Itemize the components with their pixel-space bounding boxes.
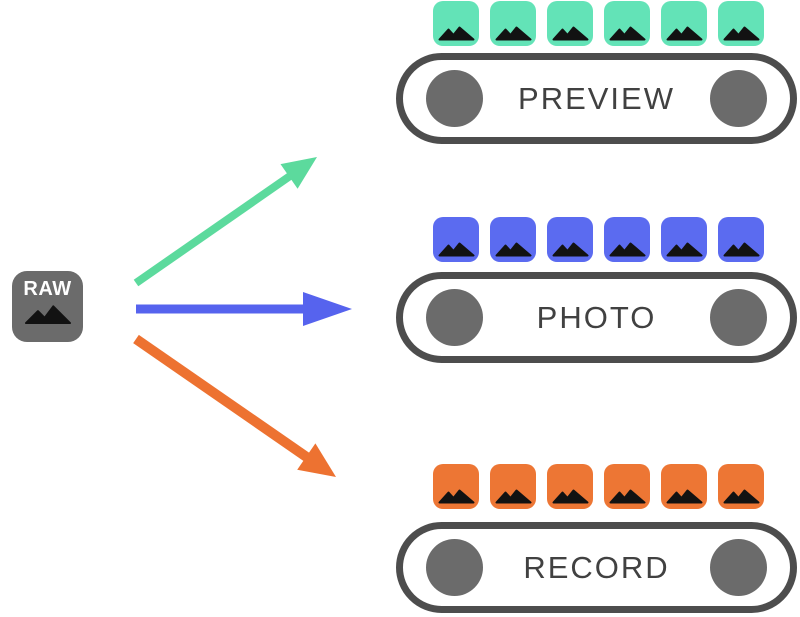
roller-icon: [709, 289, 767, 346]
image-icon: [547, 464, 593, 509]
image-icon: [547, 217, 593, 262]
frame-strip-record: [433, 464, 764, 509]
image-icon: [547, 1, 593, 46]
capsule-record: RECORD: [396, 522, 797, 613]
image-icon: [604, 464, 650, 509]
image-icon: [490, 1, 536, 46]
image-icon: [24, 305, 71, 325]
image-icon: [604, 217, 650, 262]
roller-icon: [710, 70, 767, 127]
arrow-to-record-icon: [133, 334, 336, 477]
image-icon: [433, 1, 479, 46]
image-icon: [490, 217, 536, 262]
image-icon: [718, 1, 764, 46]
roller-icon: [426, 289, 483, 346]
arrow-to-preview-icon: [133, 157, 317, 287]
capsule-photo: PHOTO: [396, 272, 797, 363]
image-icon: [490, 464, 536, 509]
image-icon: [661, 464, 707, 509]
roller-icon: [710, 539, 767, 596]
frame-strip-photo: [433, 217, 764, 262]
roller-icon: [426, 539, 483, 596]
image-icon: [433, 464, 479, 509]
image-icon: [433, 217, 479, 262]
raw-label: RAW: [23, 278, 72, 300]
pipeline-label-record: RECORD: [523, 549, 670, 585]
pipeline-label-preview: PREVIEW: [518, 80, 675, 116]
arrow-to-photo-icon: [136, 292, 352, 326]
raw-source-badge: RAW: [12, 271, 83, 342]
frame-strip-preview: [433, 1, 764, 46]
image-icon: [718, 217, 764, 262]
capsule-preview: PREVIEW: [396, 53, 797, 144]
image-icon: [604, 1, 650, 46]
image-icon: [661, 217, 707, 262]
pipeline-label-photo: PHOTO: [536, 299, 657, 335]
image-icon: [718, 464, 764, 509]
roller-icon: [426, 70, 483, 127]
image-icon: [661, 1, 707, 46]
